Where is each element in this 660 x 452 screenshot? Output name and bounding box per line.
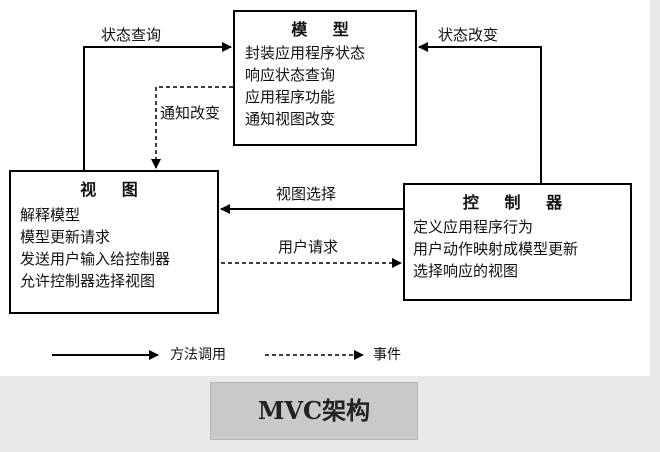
model-title: 模 型 (291, 20, 359, 39)
view-line: 允许控制器选择视图 (20, 272, 156, 290)
controller-line: 用户动作映射成模型更新 (413, 240, 579, 258)
controller-box: 控 制 器 定义应用程序行为 用户动作映射成模型更新 选择响应的视图 (403, 183, 632, 301)
view-line: 解释模型 (20, 206, 81, 224)
controller-title: 控 制 器 (462, 193, 573, 212)
edge-view-to-model (83, 42, 232, 170)
view-title: 视 图 (80, 180, 148, 199)
edge-label-view-select: 视图选择 (276, 185, 337, 203)
model-line: 响应状态查询 (245, 66, 336, 84)
edge-controller-to-model (418, 42, 542, 183)
model-line: 封装应用程序状态 (245, 44, 366, 62)
edge-label-user-request: 用户请求 (278, 238, 339, 256)
edge-model-to-view (151, 86, 233, 169)
edge-label-notify-change: 通知改变 (160, 104, 221, 122)
view-line: 发送用户输入给控制器 (20, 250, 171, 268)
controller-line: 定义应用程序行为 (413, 218, 534, 236)
model-line: 通知视图改变 (245, 110, 336, 128)
model-line: 应用程序功能 (245, 88, 336, 106)
controller-line: 选择响应的视图 (413, 262, 519, 280)
view-box: 视 图 解释模型 模型更新请求 发送用户输入给控制器 允许控制器选择视图 (9, 170, 219, 314)
legend-label-event: 事件 (373, 347, 401, 363)
edge-label-state-change: 状态改变 (438, 26, 499, 44)
view-line: 模型更新请求 (20, 228, 111, 246)
model-box: 模 型 封装应用程序状态 响应状态查询 应用程序功能 通知视图改变 (233, 10, 417, 146)
edge-label-state-query: 状态查询 (101, 26, 162, 44)
legend-label-method-call: 方法调用 (170, 347, 226, 363)
caption-banner: MVC架构 (210, 382, 418, 440)
